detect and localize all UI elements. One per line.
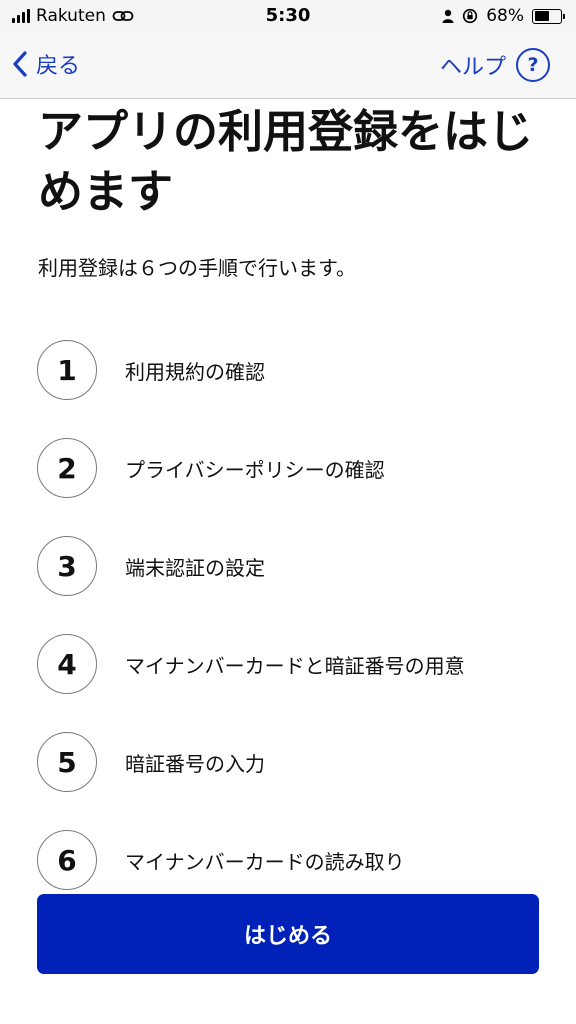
status-bar: Rakuten 5:30 68% — [0, 0, 576, 32]
person-icon — [442, 9, 454, 23]
step-item: 2 プライバシーポリシーの確認 — [37, 438, 465, 536]
step-number-badge: 1 — [37, 340, 97, 400]
step-item: 1 利用規約の確認 — [37, 340, 465, 438]
step-label: プライバシーポリシーの確認 — [125, 458, 385, 482]
step-item: 6 マイナンバーカードの読み取り — [37, 830, 465, 928]
step-item: 5 暗証番号の入力 — [37, 732, 465, 830]
page-title: アプリの利用登録をはじめます — [38, 105, 534, 218]
rotation-lock-icon — [463, 8, 478, 24]
status-time: 5:30 — [265, 5, 311, 26]
step-number-badge: 6 — [37, 830, 97, 890]
page-subtitle: 利用登録は６つの手順で行います。 — [38, 256, 356, 280]
step-number-badge: 3 — [37, 536, 97, 596]
back-label: 戻る — [36, 54, 81, 79]
link-icon — [112, 11, 134, 21]
help-button[interactable]: ヘルプ ? — [440, 48, 550, 82]
step-item: 4 マイナンバーカードと暗証番号の用意 — [37, 634, 465, 732]
step-number-badge: 5 — [37, 732, 97, 792]
battery-level — [534, 11, 550, 21]
status-right: 68% — [442, 6, 565, 26]
step-label: マイナンバーカードと暗証番号の用意 — [125, 654, 465, 678]
status-left: Rakuten — [12, 6, 134, 26]
help-label: ヘルプ — [439, 55, 506, 80]
battery-percent: 68% — [486, 6, 524, 26]
step-label: マイナンバーカードの読み取り — [125, 850, 405, 874]
navigation-bar: 戻る ヘルプ ? — [0, 32, 576, 99]
step-item: 3 端末認証の設定 — [37, 536, 465, 634]
back-button[interactable]: 戻る — [12, 48, 80, 80]
battery-icon — [532, 8, 565, 24]
help-icon: ? — [516, 48, 550, 82]
signal-icon — [12, 9, 30, 23]
step-label: 暗証番号の入力 — [125, 752, 265, 776]
step-label: 端末認証の設定 — [125, 556, 265, 580]
carrier-name: Rakuten — [36, 6, 106, 26]
chevron-left-icon — [13, 51, 27, 77]
start-button[interactable]: はじめる — [37, 894, 539, 974]
step-label: 利用規約の確認 — [125, 360, 265, 384]
step-list: 1 利用規約の確認 2 プライバシーポリシーの確認 3 端末認証の設定 4 マイ… — [37, 340, 465, 928]
step-number-badge: 2 — [37, 438, 97, 498]
step-number-badge: 4 — [37, 634, 97, 694]
